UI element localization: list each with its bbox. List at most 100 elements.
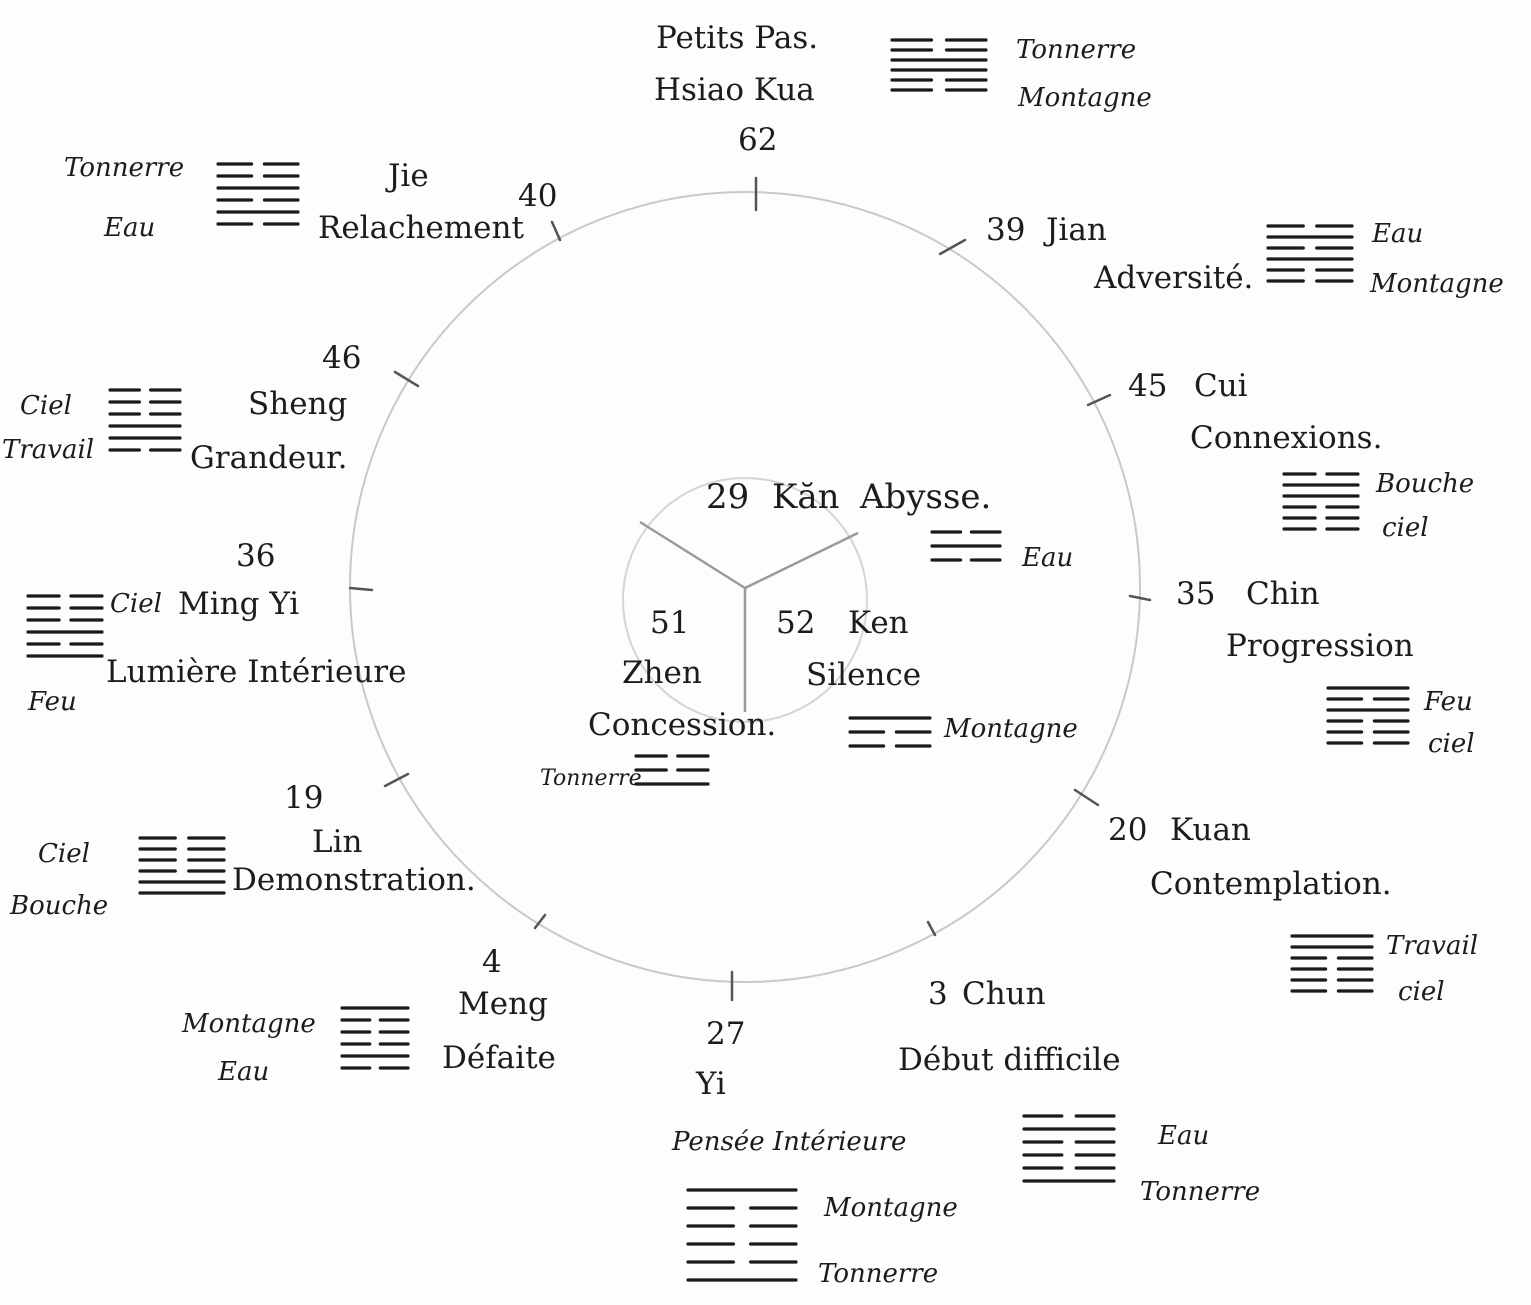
tick-4 <box>533 913 547 930</box>
hexagram-35-number: 35 <box>1176 576 1215 612</box>
hexagram-20: 20 Kuan Contemplation. Travail ciel <box>1108 812 1478 1007</box>
hexagram-20-lower-trigram: ciel <box>1398 977 1445 1007</box>
inner-divider-right <box>744 531 859 590</box>
hexagram-62-number: 62 <box>738 122 777 158</box>
center-right-name: Ken <box>848 605 909 641</box>
hexagram-39-lines <box>1266 224 1354 283</box>
hexagram-36: 36 Ciel Ming Yi Lumière Intérieure Feu <box>26 538 406 717</box>
hexagram-4-name: Meng <box>458 986 548 1022</box>
hexagram-36-number: 36 <box>236 538 275 574</box>
hexagram-45-lines <box>1282 472 1360 531</box>
hexagram-4-lines <box>340 1006 410 1070</box>
hexagram-40-number: 40 <box>518 178 557 214</box>
hexagram-19-lower-trigram: Bouche <box>9 891 108 921</box>
hexagram-4-number: 4 <box>482 944 502 980</box>
hexagram-46-name: Sheng <box>248 386 347 422</box>
hexagram-46-meaning: Grandeur. <box>190 440 347 476</box>
hexagram-35-name: Chin <box>1246 576 1320 612</box>
hexagram-27-lower-trigram: Tonnerre <box>818 1259 938 1289</box>
center-right-trigram-label: Montagne <box>943 714 1078 744</box>
hexagram-35: 35 Chin Progression Feu ciel <box>1176 576 1475 759</box>
hexagram-3: 3 Chun Début difficile Eau Tonnerre <box>898 976 1260 1207</box>
hexagram-36-upper-trigram: Ciel <box>110 589 162 619</box>
center-right-hexagram: 52 Ken Silence Montagne <box>776 605 1078 748</box>
center-left-hexagram: 51 Zhen Concession. Tonnerre <box>540 605 776 791</box>
hexagram-20-meaning: Contemplation. <box>1150 866 1392 902</box>
hexagram-45-meaning: Connexions. <box>1190 420 1382 456</box>
hexagram-62-meaning: Petits Pas. <box>656 20 818 56</box>
inner-divider-left <box>639 520 746 590</box>
center-right-meaning: Silence <box>806 657 921 693</box>
hexagram-62-name: Hsiao Kua <box>654 72 815 108</box>
hexagram-62: Petits Pas. Hsiao Kua 62 Tonnerre Montag… <box>654 20 1152 158</box>
hexagram-3-lines <box>1022 1114 1116 1183</box>
hexagram-27-name: Yi <box>695 1066 726 1102</box>
center-left-number: 51 <box>650 605 689 641</box>
hexagram-45-upper-trigram: Bouche <box>1375 469 1474 499</box>
tick-39 <box>938 238 967 256</box>
trigram-center-left <box>634 754 710 786</box>
tick-3 <box>926 920 937 937</box>
hexagram-40-lower-trigram: Eau <box>103 213 155 243</box>
hexagram-62-lines <box>890 38 988 92</box>
hexagram-27: 27 Yi Pensée Intérieure Montagne Tonnerr… <box>671 1016 958 1289</box>
tick-marks <box>348 176 1152 1002</box>
hexagram-40-upper-trigram: Tonnerre <box>64 153 184 183</box>
hexagram-27-meaning: Pensée Intérieure <box>671 1127 906 1157</box>
hexagram-19-lines <box>138 836 226 895</box>
hexagram-20-name: Kuan <box>1170 812 1251 848</box>
hexagram-62-lower-trigram: Montagne <box>1017 83 1152 113</box>
hexagram-36-meaning: Lumière Intérieure <box>106 654 406 690</box>
hexagram-39: 39 Jian Adversité. Eau Montagne <box>986 212 1504 299</box>
inner-circle <box>622 477 868 723</box>
hexagram-19-number: 19 <box>284 780 323 816</box>
hexagram-19: 19 Lin Demonstration. Ciel Bouche <box>9 780 476 921</box>
hexagram-27-upper-trigram: Montagne <box>823 1193 958 1223</box>
hexagram-3-number: 3 <box>928 976 948 1012</box>
hexagram-19-name: Lin <box>312 824 363 860</box>
center-top-number: 29 <box>706 477 749 517</box>
hexagram-19-upper-trigram: Ciel <box>38 839 90 869</box>
tick-46 <box>393 370 420 388</box>
hexagram-40: Jie 40 Relachement Tonnerre Eau <box>64 153 557 246</box>
tick-36 <box>348 586 374 592</box>
hexagram-19-meaning: Demonstration. <box>232 862 476 898</box>
hexagram-45-number: 45 <box>1128 368 1167 404</box>
hexagram-45-lower-trigram: ciel <box>1382 513 1429 543</box>
hexagram-46-lower-trigram: Travail <box>2 435 94 465</box>
hexagram-4-meaning: Défaite <box>442 1040 556 1076</box>
hexagram-27-lines <box>686 1188 798 1282</box>
hexagram-40-lines <box>216 162 300 226</box>
hexagram-36-lines <box>26 594 104 658</box>
tick-35 <box>1128 594 1152 602</box>
hexagram-35-upper-trigram: Feu <box>1423 687 1473 717</box>
hexagram-40-name: Jie <box>385 158 429 194</box>
hexagram-3-meaning: Début difficile <box>898 1042 1121 1078</box>
hexagram-45: 45 Cui Connexions. Bouche ciel <box>1128 368 1474 543</box>
hexagram-3-lower-trigram: Tonnerre <box>1140 1177 1260 1207</box>
hexagram-46-number: 46 <box>322 340 361 376</box>
hexagram-20-number: 20 <box>1108 812 1147 848</box>
trigram-center-top <box>930 530 1002 562</box>
hexagram-20-lines <box>1290 934 1374 993</box>
tick-45 <box>1086 393 1112 407</box>
hexagram-62-upper-trigram: Tonnerre <box>1016 35 1136 65</box>
hexagram-39-meaning: Adversité. <box>1093 260 1253 296</box>
hexagram-36-lower-trigram: Feu <box>27 687 77 717</box>
hexagram-20-upper-trigram: Travail <box>1386 931 1478 961</box>
hexagram-4-lower-trigram: Eau <box>217 1057 269 1087</box>
center-top-name: Kăn <box>772 477 840 517</box>
trigram-center-right <box>848 716 932 748</box>
hexagram-39-lower-trigram: Montagne <box>1369 269 1504 299</box>
center-top-trigram-label: Eau <box>1021 543 1073 573</box>
hexagram-39-number: 39 <box>986 212 1025 248</box>
hexagram-35-lines <box>1326 686 1410 745</box>
hexagram-4-upper-trigram: Montagne <box>181 1009 316 1039</box>
hexagram-36-name: Ming Yi <box>178 586 299 622</box>
tick-20 <box>1073 788 1100 807</box>
tick-19 <box>383 772 410 788</box>
hexagram-46-lines <box>108 388 182 452</box>
hexagram-27-number: 27 <box>706 1016 745 1052</box>
